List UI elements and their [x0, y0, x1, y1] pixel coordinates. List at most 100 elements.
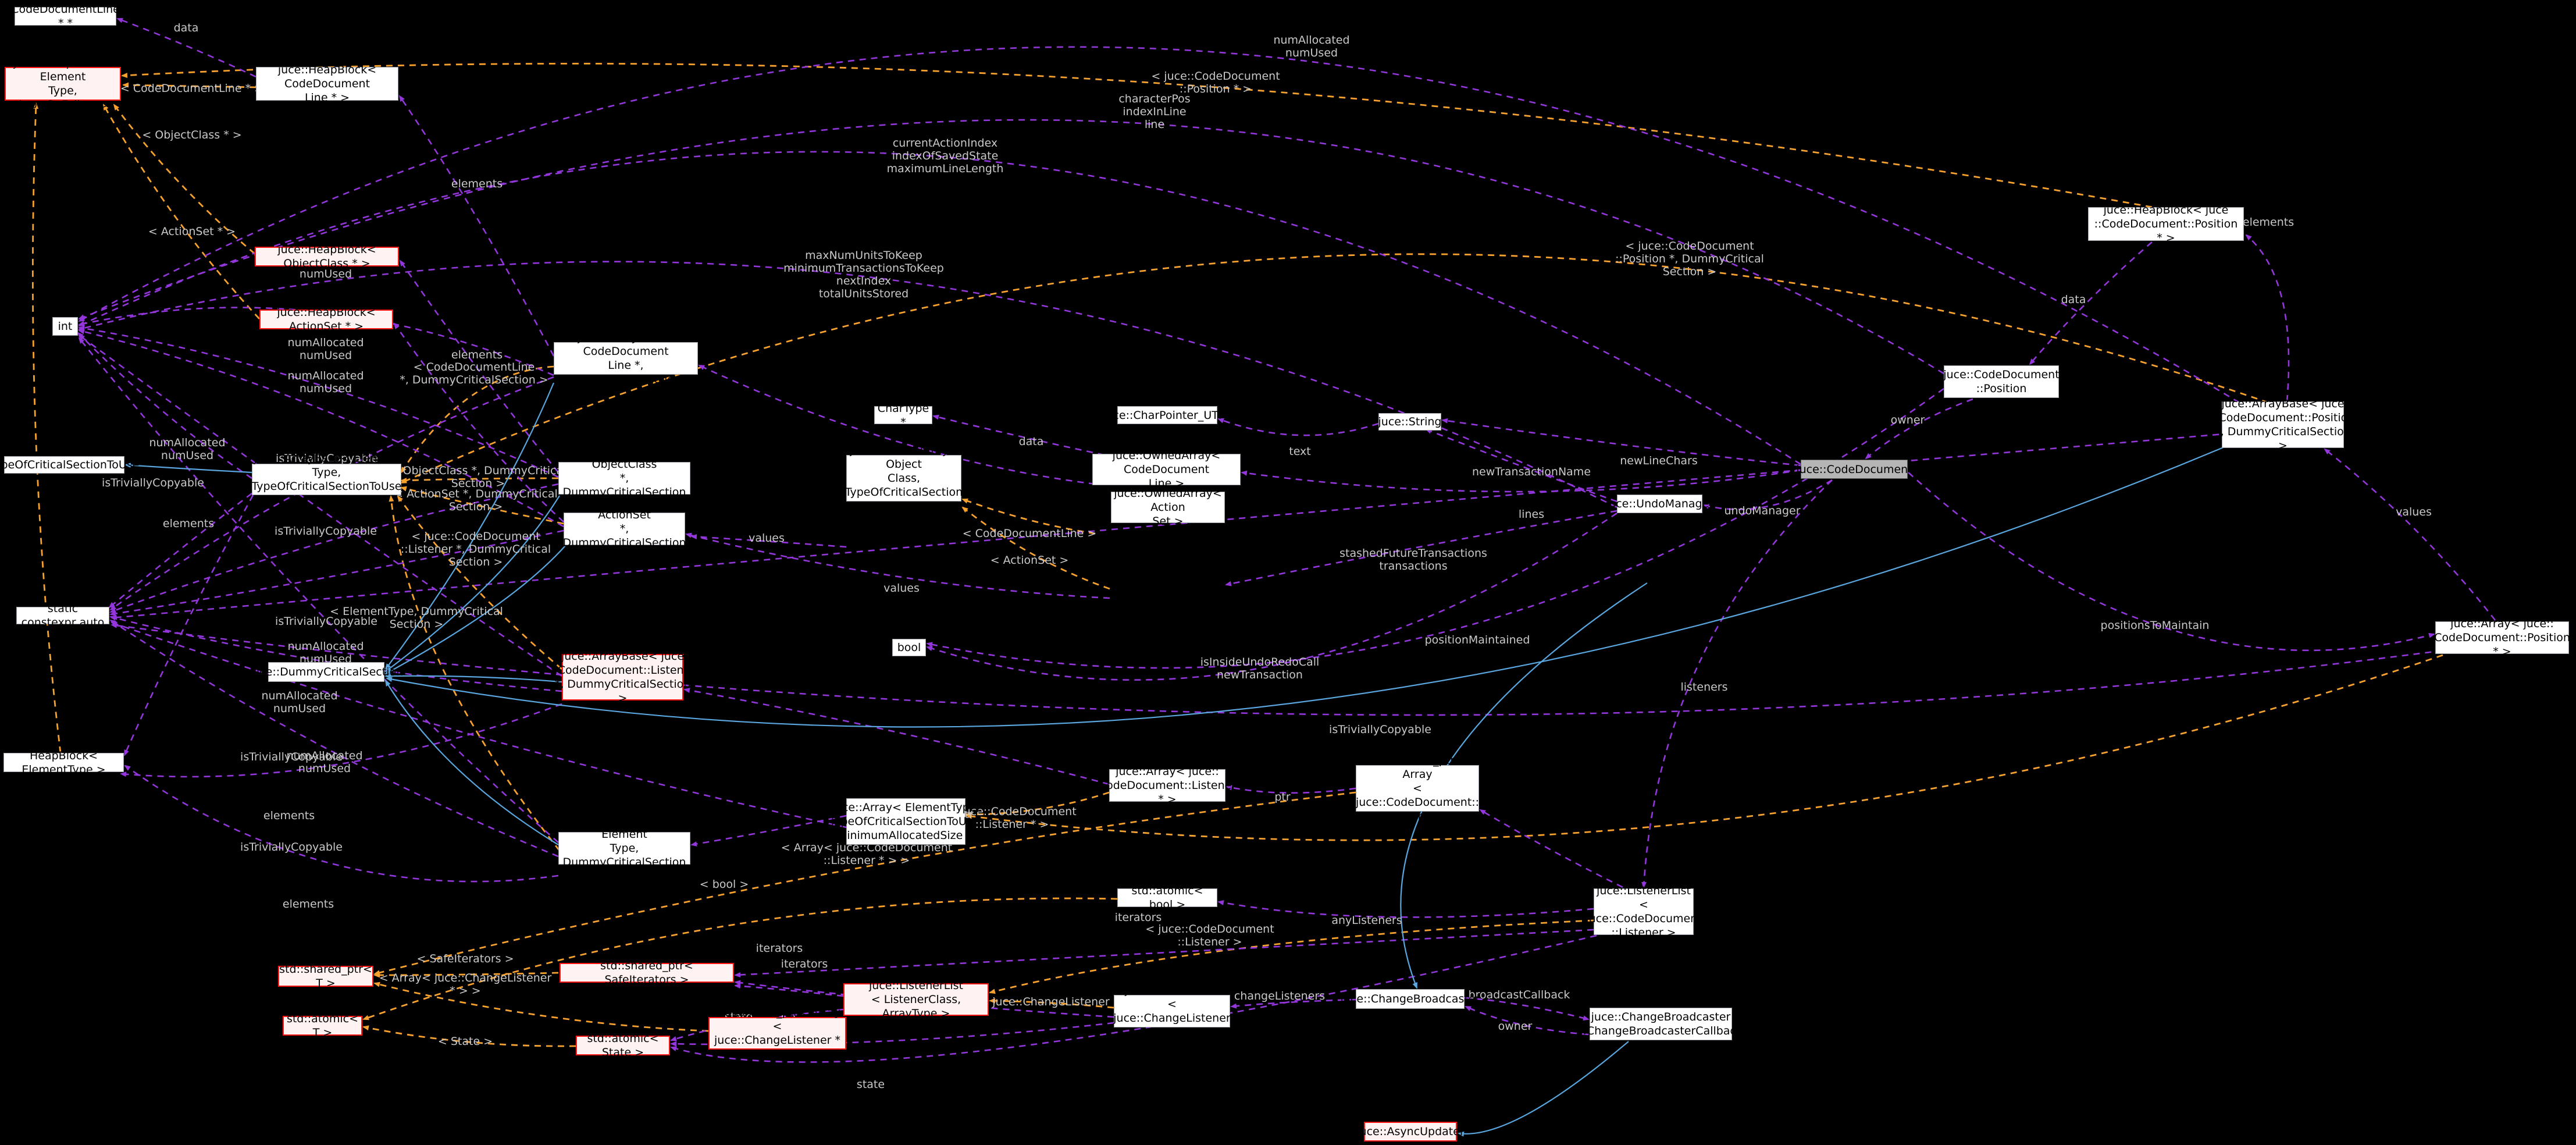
inheritance-edge	[384, 680, 559, 845]
edge-label: undoManager	[1724, 504, 1801, 517]
node-oa_cdl[interactable]: juce::OwnedArray< CodeDocument Line >	[1092, 449, 1241, 490]
edge-label: currentActionIndex indexOfSavedState max…	[886, 137, 1004, 175]
edge-label: < ActionSet * >	[148, 225, 236, 238]
member-edge	[398, 95, 555, 357]
node-hb_pos[interactable]: juce::HeapBlock< juce ::CodeDocument::Po…	[2088, 204, 2244, 244]
member-edge	[1479, 809, 1623, 888]
node-hb_elem[interactable]: juce::HeapBlock< Element Type, throwOnFa…	[5, 56, 121, 111]
edge-label: isTriviallyCopyable	[275, 615, 377, 628]
member-edge	[2245, 234, 2290, 402]
edge-group	[31, 17, 2496, 1137]
node-ab_et_tocs[interactable]: juce::ArrayBase< Element Type, TypeOfCri…	[251, 452, 402, 507]
edge-label: isInsideUndoRedoCall newTransaction	[1200, 656, 1320, 681]
edge-label: < juce::ChangeListener >	[979, 995, 1123, 1008]
member-edge	[926, 387, 1944, 669]
node-cp_utf8[interactable]: juce::CharPointer_UTF8	[1103, 406, 1232, 424]
node-dummycs[interactable]: juce::DummyCriticalSection	[250, 662, 403, 682]
member-edge	[683, 688, 1110, 785]
inheritance-edge	[384, 382, 555, 670]
member-edge	[124, 764, 559, 883]
member-edge	[2324, 448, 2496, 621]
edge-label: < ElementType, DummyCritical Section >	[330, 605, 503, 631]
node-hb_obj[interactable]: juce::HeapBlock< ObjectClass * >	[255, 243, 399, 270]
node-ab_l_d[interactable]: juce::ArrayBase< juce ::CodeDocument::Li…	[550, 650, 696, 705]
template-edge	[121, 62, 2153, 208]
edge-label: isTriviallyCopyable	[240, 841, 343, 854]
member-edge	[670, 1022, 1114, 1047]
node-atomic_st[interactable]: std::atomic< State >	[576, 1032, 670, 1059]
template-edge	[389, 495, 561, 851]
template-edge	[362, 897, 1118, 1020]
node-bool_n[interactable]: bool	[892, 639, 926, 656]
node-sp_T[interactable]: std::shared_ptr< T >	[278, 963, 373, 990]
node-oa_as[interactable]: juce::OwnedArray< Action Set >	[1111, 487, 1225, 528]
member-edge	[77, 332, 252, 479]
edge-label: lines	[1518, 508, 1545, 521]
edge-label: < CodeDocumentLine * >	[120, 82, 264, 95]
node-arr_lstnr[interactable]: juce::Array< juce:: CodeDocument::Listen…	[1098, 765, 1237, 806]
member-edge	[1641, 479, 1833, 888]
edge-label: data	[2061, 293, 2086, 306]
node-cbcb[interactable]: juce::ChangeBroadcaster ::ChangeBroadcas…	[1579, 1008, 1743, 1040]
node-arr_pos[interactable]: juce::Array< juce:: CodeDocument::Positi…	[2434, 617, 2570, 658]
node-ll_lc_at[interactable]: juce::ListenerList < ListenerClass, Arra…	[843, 979, 989, 1020]
node-codedoc[interactable]: juce::CodeDocument	[1796, 460, 1912, 479]
node-string_n[interactable]: juce::String	[1378, 413, 1441, 431]
node-int_n[interactable]: int	[52, 317, 78, 336]
edge-label: elements	[263, 809, 315, 822]
member-edge	[120, 703, 562, 778]
node-ll_cl[interactable]: juce::ListenerList < juce::ChangeListene…	[1113, 984, 1231, 1039]
edge-label: values	[2396, 506, 2432, 518]
member-edge	[399, 259, 560, 473]
node-ll_cdl[interactable]: juce::ListenerList < juce::CodeDocument …	[1585, 884, 1702, 939]
node-ab_cdl_d[interactable]: juce::ArrayBase< CodeDocument Line *, Du…	[554, 331, 698, 386]
edge-label: newLineChars	[1620, 454, 1698, 467]
node-hb_et[interactable]: HeapBlock< ElementType >	[3, 749, 124, 776]
member-edge	[111, 432, 2231, 620]
node-ab_pos_d[interactable]: juce::ArrayBase< juce ::CodeDocument::Po…	[2211, 397, 2355, 452]
edge-label: < juce::CodeDocument ::Position *, Dummy…	[1615, 240, 1764, 278]
member-edge	[109, 615, 562, 692]
member-edge	[108, 492, 252, 609]
node-chartype[interactable]: CharType *	[874, 402, 932, 429]
member-edge	[685, 532, 1110, 599]
template-edge	[373, 972, 559, 978]
node-sp_arr_l[interactable]: std::shared_ptr< Array < juce::CodeDocum…	[1355, 754, 1480, 823]
edge-label: iterators	[1114, 911, 1162, 924]
node-cd_pos[interactable]: juce::CodeDocument ::Position	[1943, 365, 2060, 398]
node-cb[interactable]: juce::ChangeBroadcaster	[1341, 989, 1480, 1009]
edge-label: stashedFutureTransactions transactions	[1339, 547, 1487, 572]
member-edge	[734, 929, 1594, 978]
edge-label: newTransactionName	[1472, 465, 1591, 478]
node-ab_et_d[interactable]: juce::ArrayBase< Element Type, DummyCrit…	[558, 814, 690, 883]
member-edge	[78, 334, 562, 677]
edge-label: data	[1018, 435, 1044, 448]
node-asyncupd[interactable]: juce::AsyncUpdater	[1356, 1122, 1465, 1142]
node-sca[interactable]: static constexpr auto	[16, 602, 109, 629]
node-oa_obj[interactable]: juce::OwnedArray< Object Class, TypeOfCr…	[845, 444, 963, 513]
node-cdl_pp[interactable]: CodeDocumentLine * *	[11, 3, 120, 30]
node-sp_arr_cl[interactable]: std::shared_ptr< Array < juce::ChangeLis…	[708, 1006, 846, 1061]
template-edge	[31, 102, 62, 753]
edge-label: < SafeIterators >	[416, 952, 514, 965]
edge-label: < CodeDocumentLine >	[962, 527, 1097, 540]
edge-label: numAllocated numUsed	[286, 749, 363, 775]
node-arr_et_tocs[interactable]: juce::Array< ElementType, TypeOfCritical…	[829, 798, 982, 845]
edge-label: < Array< juce::CodeDocument ::Listener *…	[781, 841, 953, 867]
node-tocs[interactable]: TypeOfCriticalSectionToUse	[0, 456, 139, 474]
node-sp_safeit[interactable]: std::shared_ptr< SafeIterators >	[560, 959, 734, 986]
member-edge	[393, 322, 564, 522]
member-edge	[78, 326, 559, 478]
node-ab_as_d[interactable]: juce::ArrayBase< ActionSet *, DummyCriti…	[562, 495, 686, 563]
edge-label: elements	[162, 517, 215, 530]
member-edge	[111, 621, 847, 828]
node-atomic_bool[interactable]: std::atomic< bool >	[1117, 884, 1217, 911]
node-atomic_T[interactable]: std::atomic< T >	[283, 1012, 362, 1039]
node-ab_obj_d[interactable]: juce::ArrayBase< ObjectClass *, DummyCri…	[558, 444, 690, 513]
node-hb_as[interactable]: juce::HeapBlock< ActionSet * >	[259, 306, 393, 333]
member-edge	[109, 619, 559, 858]
node-hb_cdl[interactable]: juce::HeapBlock< CodeDocument Line * >	[256, 63, 398, 104]
node-undomgr[interactable]: juce::UndoManager	[1606, 495, 1713, 513]
edge-label: owner	[1890, 414, 1925, 426]
edge-label: < juce::CodeDocument ::Listener *, Dummy…	[400, 530, 551, 568]
